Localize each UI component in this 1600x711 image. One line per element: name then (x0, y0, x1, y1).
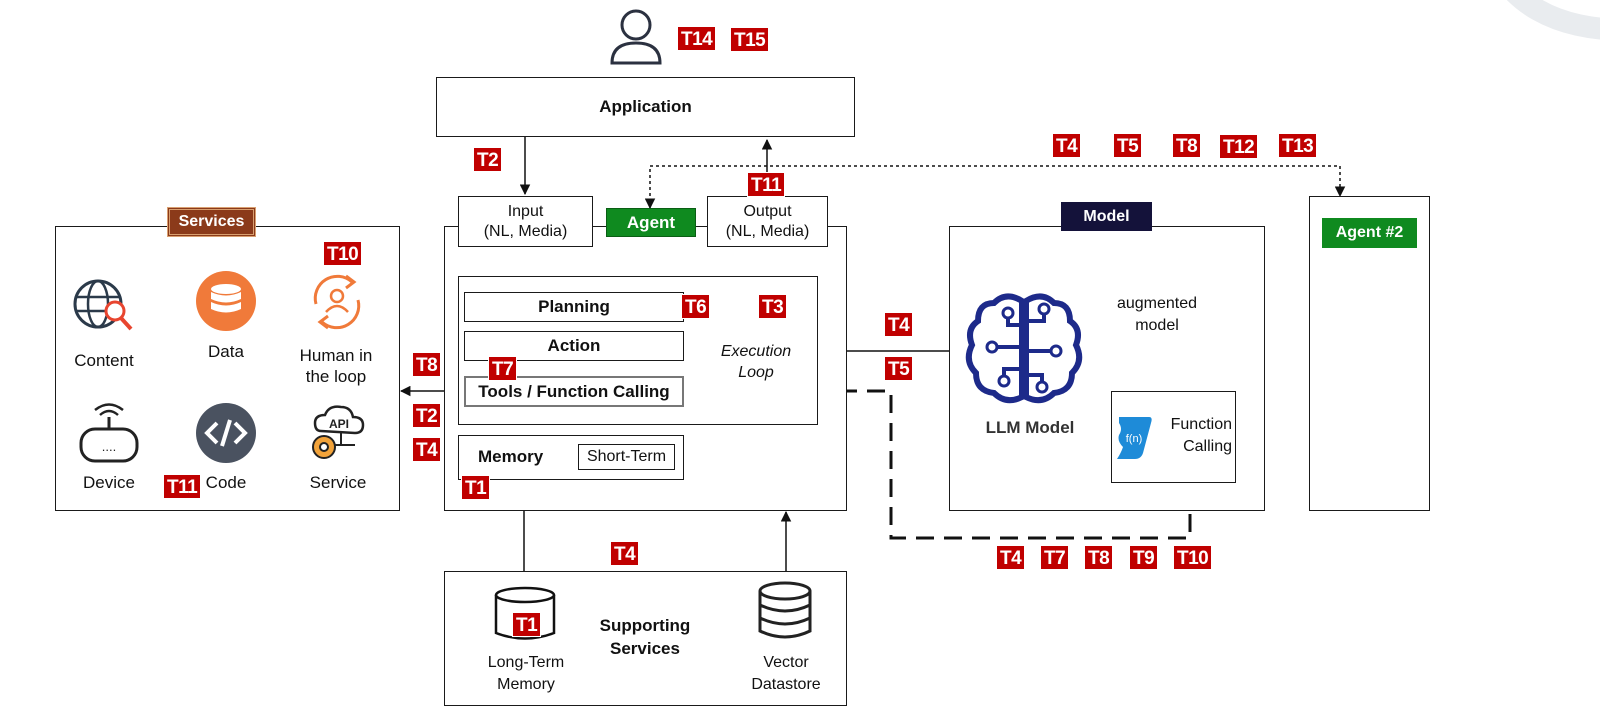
svg-text:f(n): f(n) (1126, 433, 1143, 445)
service-content-label: Content (74, 351, 134, 370)
service-code-label: Code (205, 473, 247, 492)
tag-t11-code: T11 (163, 474, 202, 499)
tag-t9-bottom: T9 (1129, 545, 1159, 570)
output-sub: (NL, Media) (725, 222, 810, 240)
tag-t4-agent2: T4 (1052, 133, 1082, 158)
agent-badge: Agent (606, 208, 696, 237)
tools-box: Tools / Function Calling (464, 376, 684, 407)
service-human-label: Human in the loop (299, 346, 373, 386)
tag-t8-link: T8 (412, 352, 442, 377)
tag-t11-output: T11 (747, 172, 786, 197)
input-label: Input (507, 202, 544, 220)
long-term-cylinder-icon (494, 586, 556, 640)
tag-t10-services: T10 (323, 241, 363, 266)
memory-label: Memory (478, 447, 544, 466)
user-icon (610, 9, 662, 65)
supporting-services-title: Supporting Services (599, 616, 691, 658)
tag-t7-bottom: T7 (1040, 545, 1070, 570)
agent2-badge: Agent #2 (1322, 218, 1417, 248)
tag-t2-app: T2 (473, 147, 503, 172)
tag-t8-agent2: T8 (1172, 133, 1202, 158)
tag-t15: T15 (730, 27, 770, 52)
tag-t4-supporting: T4 (610, 541, 640, 566)
svg-text:....: .... (102, 439, 116, 454)
action-box: Action (464, 331, 684, 361)
tag-t12-agent2: T12 (1219, 134, 1259, 159)
tag-t8-bottom: T8 (1084, 545, 1114, 570)
tag-t2-link: T2 (412, 403, 442, 428)
service-device-label: Device (83, 473, 135, 492)
tag-t5-agent2: T5 (1113, 133, 1143, 158)
database-icon (196, 271, 256, 331)
function-scroll-icon: f(n) (1117, 417, 1152, 459)
model-header: Model (1061, 202, 1152, 231)
tag-t4-model: T4 (884, 312, 914, 337)
globe-search-icon (73, 279, 133, 331)
human-loop-icon (313, 274, 361, 330)
code-icon (196, 403, 256, 463)
agent-to-agent2-dotted (644, 165, 1346, 210)
output-label: Output (743, 202, 792, 220)
tag-t4-link: T4 (412, 437, 442, 462)
tag-t4-bottom: T4 (996, 545, 1026, 570)
augmented-model-label: augmented model (1116, 295, 1198, 334)
application-box: Application (436, 77, 855, 137)
tag-t3: T3 (758, 294, 788, 319)
api-gear-icon: API (312, 405, 365, 459)
tag-t14: T14 (677, 26, 717, 51)
tag-t7-tools: T7 (488, 356, 518, 381)
output-box: Output (NL, Media) (707, 196, 828, 247)
llm-model-label: LLM Model (985, 418, 1075, 437)
tag-t13-agent2: T13 (1278, 133, 1318, 158)
input-box: Input (NL, Media) (458, 196, 593, 247)
services-header: Services (167, 207, 256, 237)
tag-t10-bottom: T10 (1173, 545, 1213, 570)
tag-t6: T6 (681, 294, 711, 319)
tag-t1-memory: T1 (461, 475, 491, 500)
decorative-arc (1507, 0, 1600, 40)
vector-datastore-icon (758, 581, 812, 639)
router-device-icon: .... (79, 403, 139, 463)
function-calling-label: Function Calling (1170, 416, 1232, 455)
llm-brain-icon (965, 293, 1083, 404)
agent2-panel (1309, 196, 1430, 511)
input-sub: (NL, Media) (483, 222, 568, 240)
long-term-memory-label: Long-Term Memory (487, 654, 565, 693)
planning-box: Planning (464, 292, 684, 322)
service-service-label: Service (309, 473, 367, 492)
vector-datastore-label: Vector Datastore (751, 654, 821, 693)
svg-text:API: API (329, 417, 349, 431)
tag-t5-model: T5 (884, 356, 914, 381)
execution-loop-label: Execution Loop (720, 343, 792, 381)
short-term-box: Short-Term (578, 444, 675, 470)
tag-t1-longterm: T1 (512, 612, 542, 637)
service-data-label: Data (208, 342, 244, 361)
